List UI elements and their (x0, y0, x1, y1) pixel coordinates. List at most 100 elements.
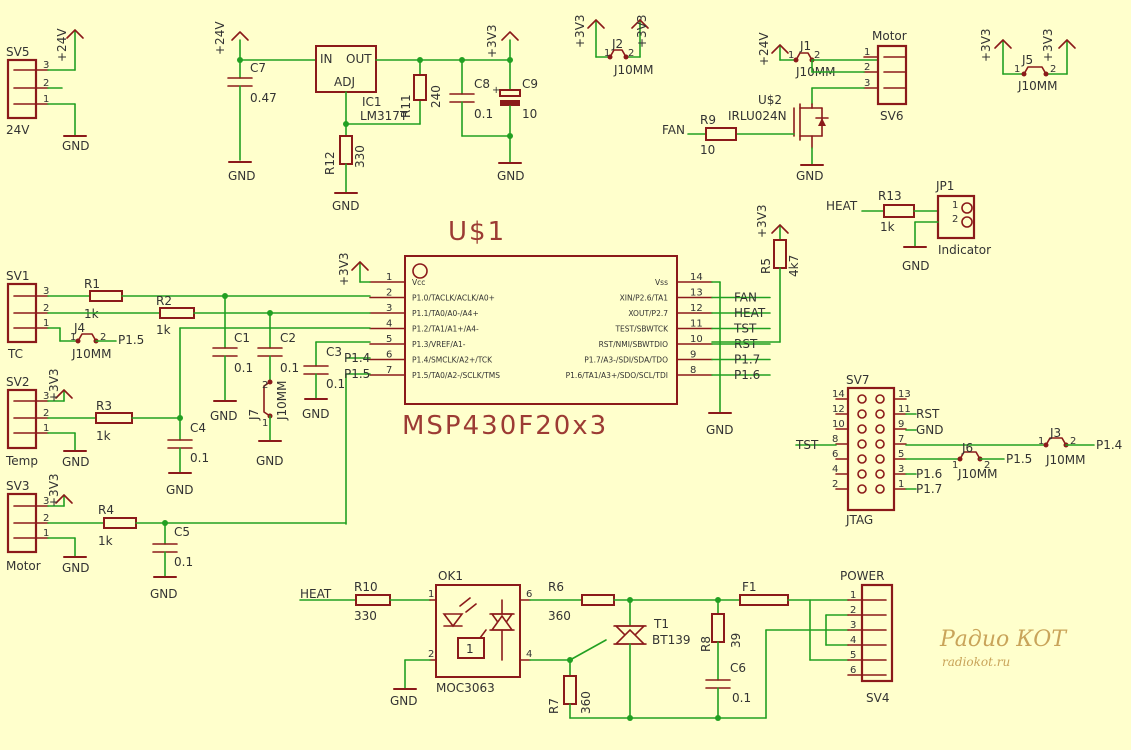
j5-supply1: +3V3 (979, 28, 993, 62)
sv3-supply: +3V3 (47, 473, 61, 507)
sv1-pin3: 3 (43, 286, 49, 297)
mcu-pin-number-left: 1 (386, 272, 392, 283)
jtag-pin-number-left: 2 (832, 479, 838, 490)
sv3-pin2: 2 (43, 513, 49, 524)
c3-label: C3 (326, 345, 342, 359)
net-p15: P1.5 (344, 367, 370, 381)
sv5-name: 24V (6, 123, 30, 137)
indicator-section: HEAT R13 1k JP1 1 2 Indicator GND (826, 179, 991, 273)
c9-value: 10 (522, 107, 537, 121)
jtag-pin-number-right: 11 (898, 404, 911, 415)
jtag-pin-number-right: 5 (898, 449, 904, 460)
sv2-label: SV2 (6, 375, 29, 389)
jtag-hole (875, 424, 885, 434)
jp1-pin2: 2 (952, 214, 958, 225)
sv5-pin1: 1 (43, 94, 49, 105)
j2-pin2: 2 (628, 48, 634, 59)
c4-value: 0.1 (190, 451, 209, 465)
c4-gnd: GND (166, 483, 194, 497)
j1-supply: +24V (757, 32, 771, 66)
j4-pin2: 2 (100, 332, 106, 343)
mcu-pin-number-right: 11 (690, 319, 703, 330)
sv6-pin2: 2 (864, 62, 870, 73)
jp1-pin1: 1 (952, 200, 958, 211)
j3-pin1: 1 (1038, 436, 1044, 447)
mcu-pin-number-right: 14 (690, 272, 703, 283)
sv3-motor: SV3 Motor 3 2 1 +3V3 GND R4 1k C5 0.1 GN… (6, 473, 347, 601)
c1-value: 0.1 (234, 361, 253, 375)
sv2-pin2: 2 (43, 408, 49, 419)
r7-value: 360 (579, 691, 593, 714)
j6-pin2: 2 (984, 460, 990, 471)
sv4-pin-number: 5 (850, 650, 856, 661)
j5-pin2: 2 (1050, 64, 1056, 75)
sv6-pin1: 1 (864, 47, 870, 58)
sv4-label: SV4 (866, 691, 889, 705)
sv3-name: Motor (6, 559, 41, 573)
ic1-adj: ADJ (334, 75, 355, 89)
r5-value: 4k7 (787, 255, 801, 277)
jtag-gnd: GND (916, 423, 944, 437)
t1-label: T1 (653, 617, 669, 631)
c5-label: C5 (174, 525, 190, 539)
ok1-pin1: 1 (428, 589, 434, 600)
j7-gnd: GND (256, 454, 284, 468)
sv2-pin1: 1 (43, 423, 49, 434)
c5-value: 0.1 (174, 555, 193, 569)
j7-pin2: 2 (262, 380, 268, 391)
jtag-pin-number-right: 1 (898, 479, 904, 490)
sv3-pin1: 1 (43, 528, 49, 539)
sv1-pin2: 2 (43, 303, 49, 314)
sv2-supply: +3V3 (47, 368, 61, 402)
r12-label: R12 (323, 151, 337, 175)
mcu-pin-name-right: Vss (655, 278, 668, 287)
jtag-hole (875, 439, 885, 449)
mcu-pin-name-right: TEST/SBWTCK (614, 325, 669, 334)
sv1-label: SV1 (6, 269, 29, 283)
jtag-p16: P1.6 (916, 467, 942, 481)
j4-pin1: 1 (70, 332, 76, 343)
jtag-rst: RST (916, 407, 940, 421)
u1-part-number: MSP430F20x3 (402, 411, 608, 441)
u2-label: U$2 (758, 93, 782, 107)
jtag-pin-number-left: 12 (832, 404, 845, 415)
mcu-pin-number-left: 4 (386, 319, 392, 330)
sv1-name: TC (7, 347, 23, 361)
jtag-hole (875, 469, 885, 479)
jp1-label: JP1 (935, 179, 954, 193)
r4-label: R4 (98, 503, 114, 517)
r7-label: R7 (547, 698, 561, 714)
mcu-pin-name-left: P1.1/TA0/A0-/A4+ (412, 309, 479, 318)
mcu-pin-number-right: 8 (690, 365, 696, 376)
motor-title: Motor (872, 29, 907, 43)
c6-value: 0.1 (732, 691, 751, 705)
c9-plus-sign: + (492, 85, 500, 96)
jtag-pin-number-right: 3 (898, 464, 904, 475)
jtag-pin-number-right: 9 (898, 419, 904, 430)
c5-gnd: GND (150, 587, 178, 601)
heat-net: HEAT (826, 199, 858, 213)
jtag-p17: P1.7 (916, 482, 942, 496)
c4-label: C4 (190, 421, 206, 435)
j2-label: J2 (611, 37, 623, 51)
j4-net: P1.5 (118, 333, 144, 347)
regulator-section: C7 0.47 +24V GND IN OUT ADJ IC1 LM317T R… (213, 21, 538, 213)
c7-value: 0.47 (250, 91, 277, 105)
mcu-net-label: RST (734, 337, 758, 351)
c8-label: C8 (474, 77, 490, 91)
c1-gnd: GND (210, 409, 238, 423)
j6-label: J6 (961, 441, 973, 455)
sv7-name: JTAG (845, 513, 873, 527)
sv6-label: SV6 (880, 109, 903, 123)
ic1-out: OUT (346, 52, 372, 66)
mcu-pin-name-left: Vcc (412, 278, 425, 287)
mcu-pin-name-left: P1.4/SMCLK/A2+/TCK (412, 356, 493, 365)
r10-label: R10 (354, 580, 378, 594)
logo-text: Радио КОТ (939, 627, 1068, 652)
j1-label: J1 (799, 39, 811, 53)
jtag-pin-number-left: 8 (832, 434, 838, 445)
u1-supply: +3V3 (337, 252, 351, 286)
u1-gnd: GND (706, 423, 734, 437)
jp1-name: Indicator (938, 243, 991, 257)
